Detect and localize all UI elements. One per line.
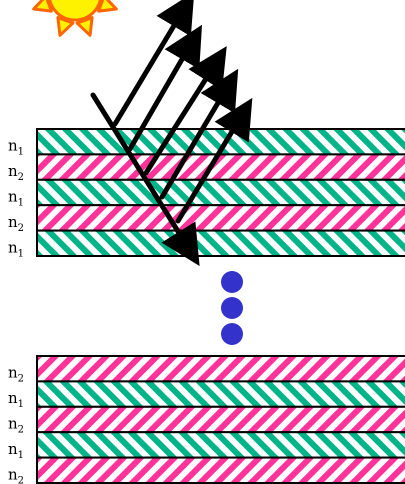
layer-green <box>36 431 405 459</box>
continuation-dot <box>221 323 243 345</box>
sun-icon <box>32 0 118 37</box>
ellipsis-dots-icon <box>221 271 243 345</box>
layer-pink <box>36 355 405 383</box>
light-rays <box>90 0 253 266</box>
layer-pink <box>36 405 405 434</box>
top-stack-labels: n1 n2 n1 n2 n1 <box>8 137 24 260</box>
layer-pink <box>36 456 405 484</box>
refractive-index-label: n1 <box>8 137 24 158</box>
bottom-stack-labels: n2 n1 n2 n1 n2 <box>8 364 24 484</box>
layer-green <box>36 229 405 258</box>
layer-green <box>36 178 405 207</box>
incident-ray <box>90 92 200 266</box>
refractive-index-label: n1 <box>8 389 24 410</box>
refractive-index-label: n1 <box>8 188 24 209</box>
reflected-ray <box>127 24 203 152</box>
bottom-layer-stack <box>36 355 405 484</box>
sun-ray-icon <box>97 0 118 13</box>
layer-pink <box>36 153 405 181</box>
refractive-index-label: n1 <box>8 440 24 461</box>
layer-green <box>36 380 405 408</box>
refractive-index-label: n2 <box>8 465 24 484</box>
continuation-dot <box>221 297 243 319</box>
continuation-dot <box>221 271 243 293</box>
sun-ray-icon <box>56 16 75 37</box>
layer-pink <box>36 204 405 232</box>
sun-ray-icon <box>75 16 94 37</box>
reflected-ray <box>175 97 253 224</box>
reflected-ray <box>112 0 195 127</box>
refractive-index-label: n1 <box>8 238 24 259</box>
refractive-index-label: n2 <box>8 213 24 234</box>
sun-ray-icon <box>32 0 53 13</box>
refractive-index-label: n2 <box>8 162 24 183</box>
refractive-index-label: n2 <box>8 364 24 385</box>
refractive-index-label: n2 <box>8 415 24 436</box>
